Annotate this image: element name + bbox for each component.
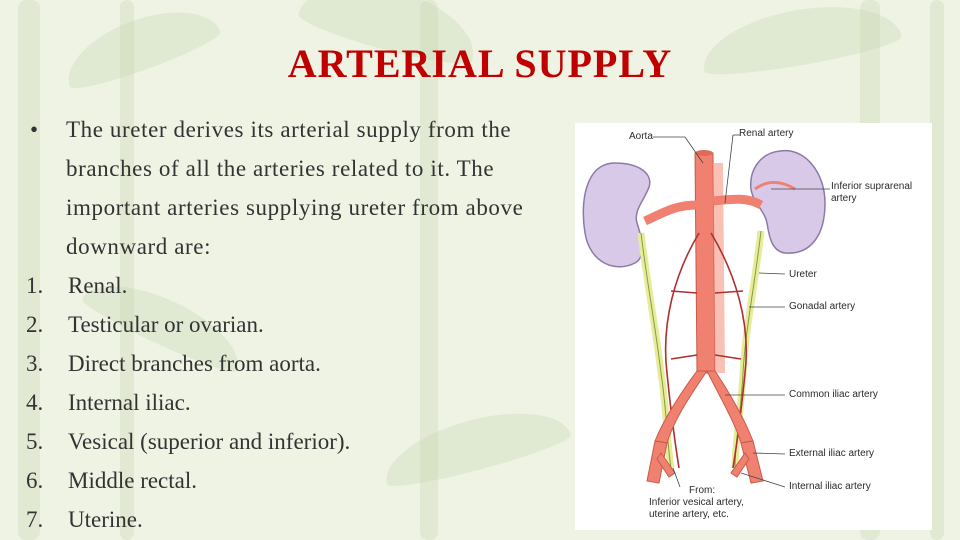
label-ureter: Ureter — [789, 269, 817, 280]
label-from-line3: uterine artery, etc. — [649, 509, 729, 520]
anatomy-illustration — [582, 134, 830, 488]
label-internal-iliac: Internal iliac artery — [789, 481, 871, 492]
label-from: From: Inferior vesical artery, uterine a… — [649, 485, 744, 521]
intro-text: The ureter derives its arterial supply f… — [66, 117, 524, 259]
label-inferior-suprarenal-line2: artery — [831, 193, 857, 204]
internal-iliac-left — [656, 452, 676, 478]
slide-title: ARTERIAL SUPPLY — [287, 41, 673, 86]
list-item: 3. Direct branches from aorta. — [26, 344, 566, 383]
label-from-line2: Inferior vesical artery, — [649, 497, 744, 508]
label-inferior-suprarenal: Inferior suprarenal artery — [831, 181, 912, 205]
list-item: 4. Internal iliac. — [26, 383, 566, 422]
list-item: 7. Uterine. — [26, 500, 566, 539]
internal-iliac-right — [730, 452, 750, 478]
item-number: 4. — [26, 390, 44, 415]
list-item: 2. Testicular or ovarian. — [26, 305, 566, 344]
left-kidney — [582, 162, 651, 268]
right-kidney — [750, 149, 826, 254]
label-aorta: Aorta — [629, 131, 653, 142]
item-text: Renal. — [68, 273, 128, 298]
item-text: Uterine. — [68, 507, 143, 532]
item-number: 6. — [26, 468, 44, 493]
item-number: 2. — [26, 312, 44, 337]
ureter-arterial-supply-figure: Aorta Renal artery Inferior suprarenal a… — [575, 123, 932, 530]
item-number: 3. — [26, 351, 44, 376]
vena-cava — [713, 163, 725, 373]
label-inferior-suprarenal-line1: Inferior suprarenal — [831, 181, 913, 192]
item-text: Middle rectal. — [68, 468, 198, 493]
item-number: 1. — [26, 273, 44, 298]
item-text: Direct branches from aorta. — [68, 351, 321, 376]
label-common-iliac: Common iliac artery — [789, 389, 878, 400]
item-number: 7. — [26, 507, 44, 532]
renal-artery-left — [643, 200, 698, 226]
intro-bullet: • The ureter derives its arterial supply… — [26, 110, 566, 266]
label-renal-artery: Renal artery — [739, 128, 794, 139]
gonadal-artery-left — [664, 232, 700, 469]
bullet-mark: • — [30, 117, 39, 142]
list-item: 6. Middle rectal. — [26, 461, 566, 500]
list-item: 5. Vesical (superior and inferior). — [26, 422, 566, 461]
item-text: Vesical (superior and inferior). — [68, 429, 351, 454]
renal-artery-right — [712, 194, 764, 210]
item-text: Testicular or ovarian. — [68, 312, 264, 337]
item-text: Internal iliac. — [68, 390, 191, 415]
slide-body: • The ureter derives its arterial supply… — [26, 110, 566, 539]
list-item: 1. Renal. — [26, 266, 566, 305]
artery-list: 1. Renal. 2. Testicular or ovarian. 3. Dire… — [26, 266, 566, 539]
external-iliac-right — [740, 440, 764, 484]
common-iliac-right — [706, 370, 754, 444]
label-external-iliac: External iliac artery — [789, 448, 875, 459]
label-from-line1: From: — [689, 485, 716, 496]
aorta — [694, 152, 716, 374]
item-number: 5. — [26, 429, 44, 454]
gonadal-artery-right — [710, 232, 748, 469]
label-gonadal-artery: Gonadal artery — [789, 301, 856, 312]
external-iliac-left — [646, 440, 668, 484]
